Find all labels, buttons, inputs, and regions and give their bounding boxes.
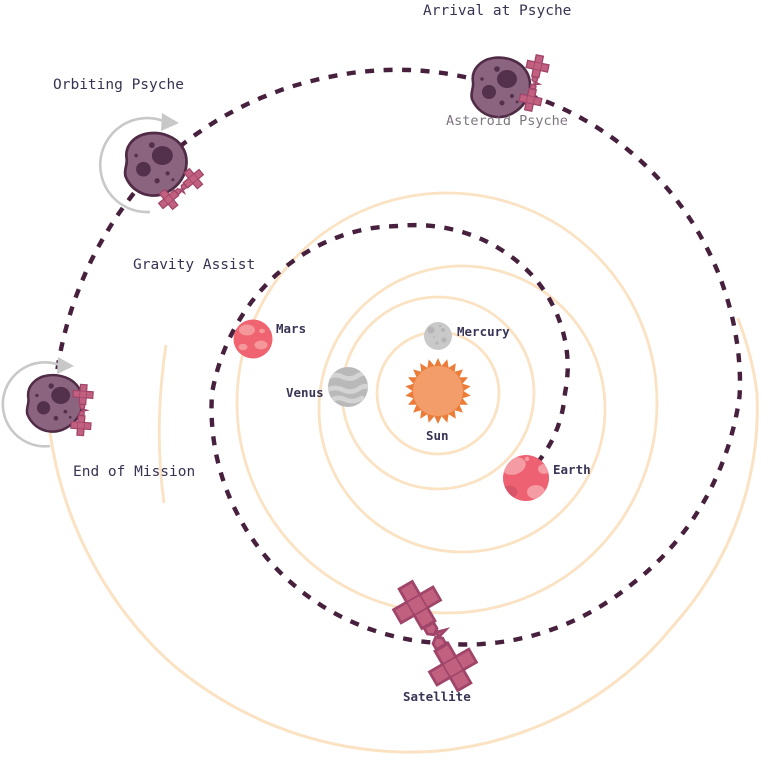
end-of-mission-arrow (1, 357, 74, 448)
orbit-arrow-icon (1, 361, 63, 448)
label-arrival-at-psyche: Arrival at Psyche (423, 3, 571, 19)
mars-orbit-ring (235, 191, 659, 615)
label-satellite: Satellite (403, 689, 471, 704)
psyche-orbit-ring (45, 317, 759, 754)
orbiting-psyche-arrow (98, 113, 179, 214)
label-earth: Earth (553, 462, 591, 477)
sun-core (413, 366, 463, 416)
label-mercury: Mercury (457, 324, 510, 339)
sun-icon (405, 358, 471, 424)
label-asteroid-psyche: Asteroid Psyche (446, 113, 568, 129)
label-venus: Venus (286, 385, 324, 400)
mars-icon (233, 319, 273, 359)
venus-icon (328, 367, 368, 407)
orbit-arrow-icon (98, 116, 167, 214)
trajectory-dashed-path (51, 67, 743, 647)
outer-orbit-segment (157, 344, 168, 504)
orbit-arrow-head (57, 357, 74, 374)
orbit-arrow-head (161, 113, 179, 131)
label-sun: Sun (426, 428, 449, 443)
orbit-rings (45, 191, 759, 754)
orbiting-asteroid-icon (123, 131, 188, 197)
mercury-icon (424, 322, 452, 350)
satellite-icon (386, 574, 484, 698)
label-orbiting-psyche: Orbiting Psyche (53, 77, 184, 93)
asteroid-psyche-icon (470, 56, 532, 119)
label-gravity-assist: Gravity Assist (133, 257, 255, 273)
earth-orbit-ring (317, 264, 607, 554)
label-mars: Mars (276, 321, 306, 336)
label-end-of-mission: End of Mission (73, 464, 195, 480)
